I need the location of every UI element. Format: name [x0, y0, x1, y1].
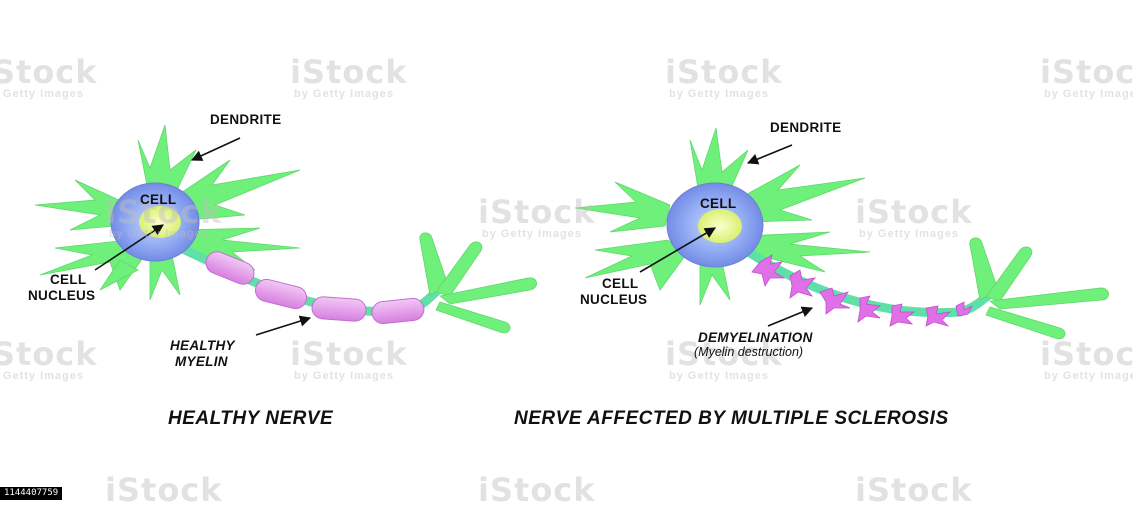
ms-axon-terminal — [969, 237, 1109, 340]
stock-image-id: 1144407759 — [0, 487, 63, 500]
ms-cell-label: CELL — [700, 196, 737, 211]
ms-dendrites — [574, 127, 871, 306]
healthy-myelin-segments — [205, 251, 425, 325]
ms-nucleus-label-line1: CELL — [602, 276, 639, 291]
healthy-nucleus-arrow — [94, 224, 164, 271]
ms-demyelination-sub-label: (Myelin destruction) — [694, 345, 804, 359]
healthy-cell-label: CELL — [140, 192, 177, 207]
healthy-nucleus-label-line1: CELL — [50, 272, 87, 287]
ms-demyelination-label: DEMYELINATION — [698, 330, 813, 345]
ms-dendrite-arrow — [746, 144, 793, 165]
ms-damaged-myelin — [751, 254, 973, 327]
ms-nucleus-arrow — [639, 227, 716, 273]
healthy-nucleus-label-line2: NUCLEUS — [28, 288, 96, 303]
healthy-neuron — [34, 124, 537, 336]
ms-nucleus-label-line2: NUCLEUS — [580, 292, 648, 307]
ms-nerve-title: NERVE AFFECTED BY MULTIPLE SCLEROSIS — [514, 408, 949, 429]
healthy-nucleus — [139, 206, 181, 238]
healthy-dendrite-arrow — [190, 137, 241, 161]
ms-neuron — [574, 127, 1109, 340]
ms-axon — [740, 245, 995, 318]
healthy-nerve-title: HEALTHY NERVE — [168, 408, 334, 429]
ms-nucleus — [698, 209, 742, 243]
ms-dendrite-label: DENDRITE — [770, 120, 842, 135]
healthy-myelin-label-line1: HEALTHY — [170, 338, 235, 353]
healthy-dendrite-label: DENDRITE — [210, 112, 282, 127]
healthy-myelin-label-line2: MYELIN — [175, 354, 228, 369]
healthy-axon-terminal — [419, 232, 537, 334]
healthy-myelin-arrow — [255, 315, 312, 336]
ms-demyelination-arrow — [767, 306, 814, 327]
